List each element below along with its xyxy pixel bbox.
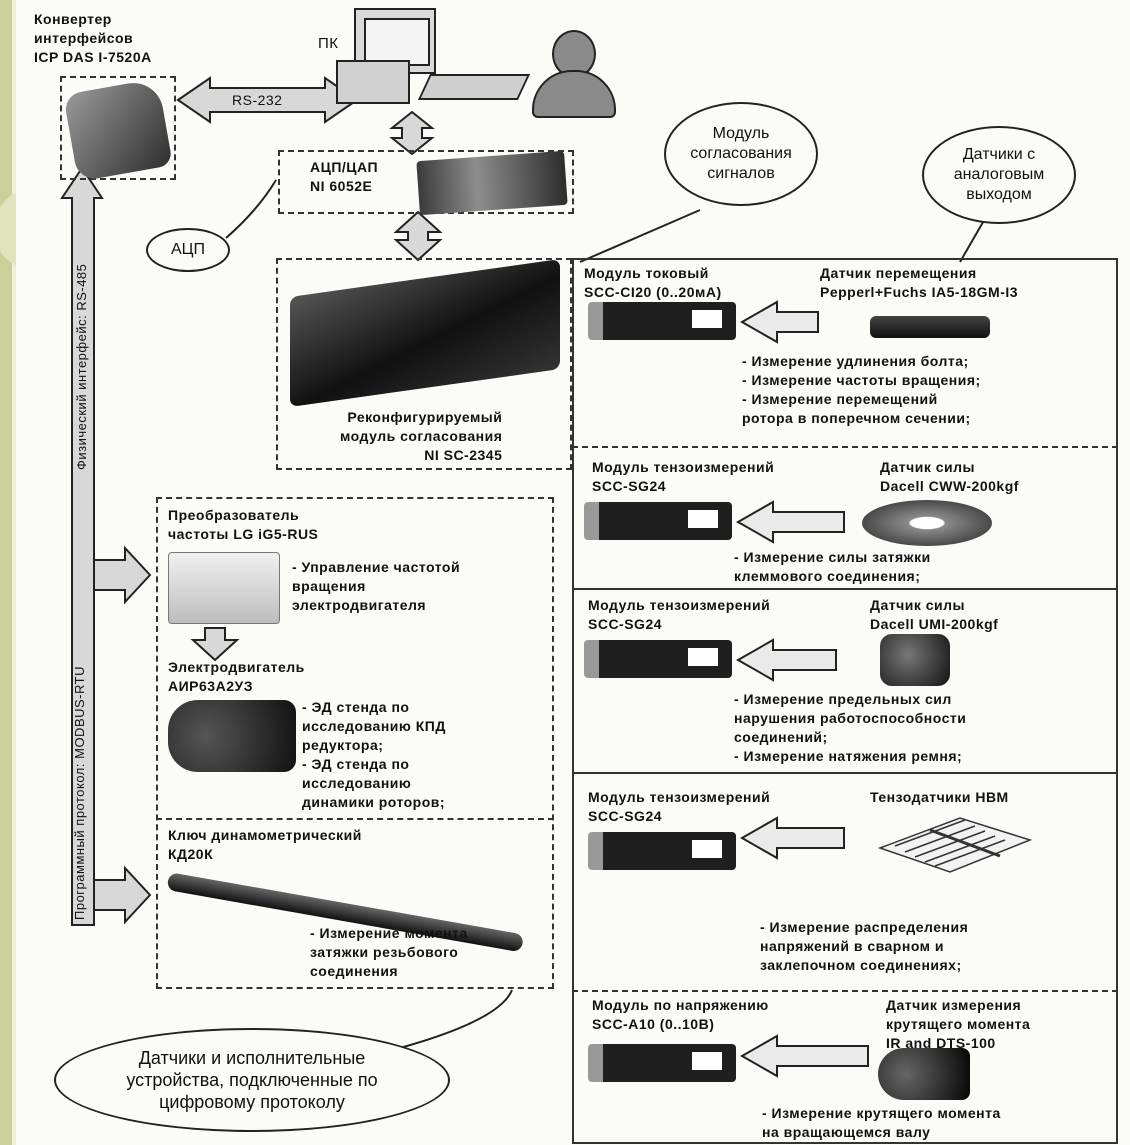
motor-device — [168, 700, 296, 772]
row2-text: - Измерение силы затяжки клеммового соед… — [734, 548, 931, 586]
wrench-text: - Измерение момента затяжки резьбового с… — [310, 924, 468, 981]
bubble-analog-sensors: Датчики с аналоговым выходом — [922, 126, 1076, 224]
motor-text: - ЭД стенда по исследованию КПД редуктор… — [302, 698, 446, 812]
rs232-label: RS-232 — [232, 91, 282, 110]
sensor-cww — [862, 500, 992, 546]
inverter-text: - Управление частотой вращения электродв… — [292, 558, 460, 615]
bus-physical-label: Физический интерфейс: RS-485 — [72, 264, 91, 470]
bus-branch-wrench — [94, 868, 150, 922]
pc-keyboard — [418, 74, 530, 100]
inverter-device — [168, 552, 280, 624]
row5-module: Модуль по напряжению SCC-A10 (0..10В) — [592, 996, 769, 1034]
converter-label: Конвертер интерфейсов ICP DAS I-7520A — [34, 10, 152, 67]
row3-text: - Измерение предельных сил нарушения раб… — [734, 690, 966, 766]
row4-sensor: Тензодатчики HBM — [870, 788, 1009, 807]
module-scc-sg24-2 — [584, 640, 732, 678]
converter-device — [63, 78, 173, 181]
row4-text: - Измерение распределения напряжений в с… — [760, 918, 968, 975]
bubble-adc: АЦП — [146, 228, 230, 272]
bubble-signal-module: Модуль согласования сигналов — [664, 102, 818, 206]
pc-case — [336, 60, 410, 104]
row-divider-1 — [572, 446, 1118, 448]
module-scc-sg24-1 — [584, 502, 732, 540]
row5-sensor: Датчик измерения крутящего момента IR an… — [886, 996, 1030, 1053]
wrench-title: Ключ динамометрический КД20К — [168, 826, 362, 864]
reconf-module-label: Реконфигурируемый модуль согласования NI… — [340, 408, 502, 465]
sensor-pepperl-fuchs — [870, 316, 990, 338]
module-scc-sg24-3 — [588, 832, 736, 870]
module-scc-ci20 — [588, 302, 736, 340]
adc-dac-label: АЦП/ЦАП NI 6052E — [310, 158, 378, 196]
row1-text: - Измерение удлинения болта; - Измерение… — [742, 352, 981, 428]
row5-text: - Измерение крутящего момента на вращающ… — [762, 1104, 1001, 1142]
pc-label: ПК — [318, 34, 339, 53]
adc-sc-arrow — [396, 212, 440, 260]
row3-sensor: Датчик силы Dacell UMI-200kgf — [870, 596, 998, 634]
motor-title: Электродвигатель АИР63А2УЗ — [168, 658, 305, 696]
module-scc-a10 — [588, 1044, 736, 1082]
row3-module: Модуль тензоизмерений SCC-SG24 — [588, 596, 770, 634]
sensor-dts100 — [878, 1048, 970, 1100]
adc-card — [416, 151, 567, 215]
row-divider-2 — [572, 588, 1118, 590]
row4-module: Модуль тензоизмерений SCC-SG24 — [588, 788, 770, 826]
sensor-umi — [880, 634, 950, 686]
pc-adc-arrow — [392, 112, 432, 154]
left-divider — [156, 818, 554, 820]
user-icon — [530, 30, 614, 114]
row2-module: Модуль тензоизмерений SCC-SG24 — [592, 458, 774, 496]
inverter-title: Преобразователь частоты LG iG5-RUS — [168, 506, 318, 544]
row1-module: Модуль токовый SCC-CI20 (0..20мА) — [584, 264, 722, 302]
bus-branch-inverter — [94, 548, 150, 602]
bubble-digital: Датчики и исполнительные устройства, под… — [54, 1028, 450, 1132]
row-divider-3 — [572, 772, 1118, 774]
row2-sensor: Датчик силы Dacell CWW-200kgf — [880, 458, 1019, 496]
bus-protocol-label: Программный протокол: MODBUS-RTU — [70, 666, 89, 920]
row1-sensor: Датчик перемещения Pepperl+Fuchs IA5-18G… — [820, 264, 1018, 302]
row-divider-4 — [572, 990, 1118, 992]
